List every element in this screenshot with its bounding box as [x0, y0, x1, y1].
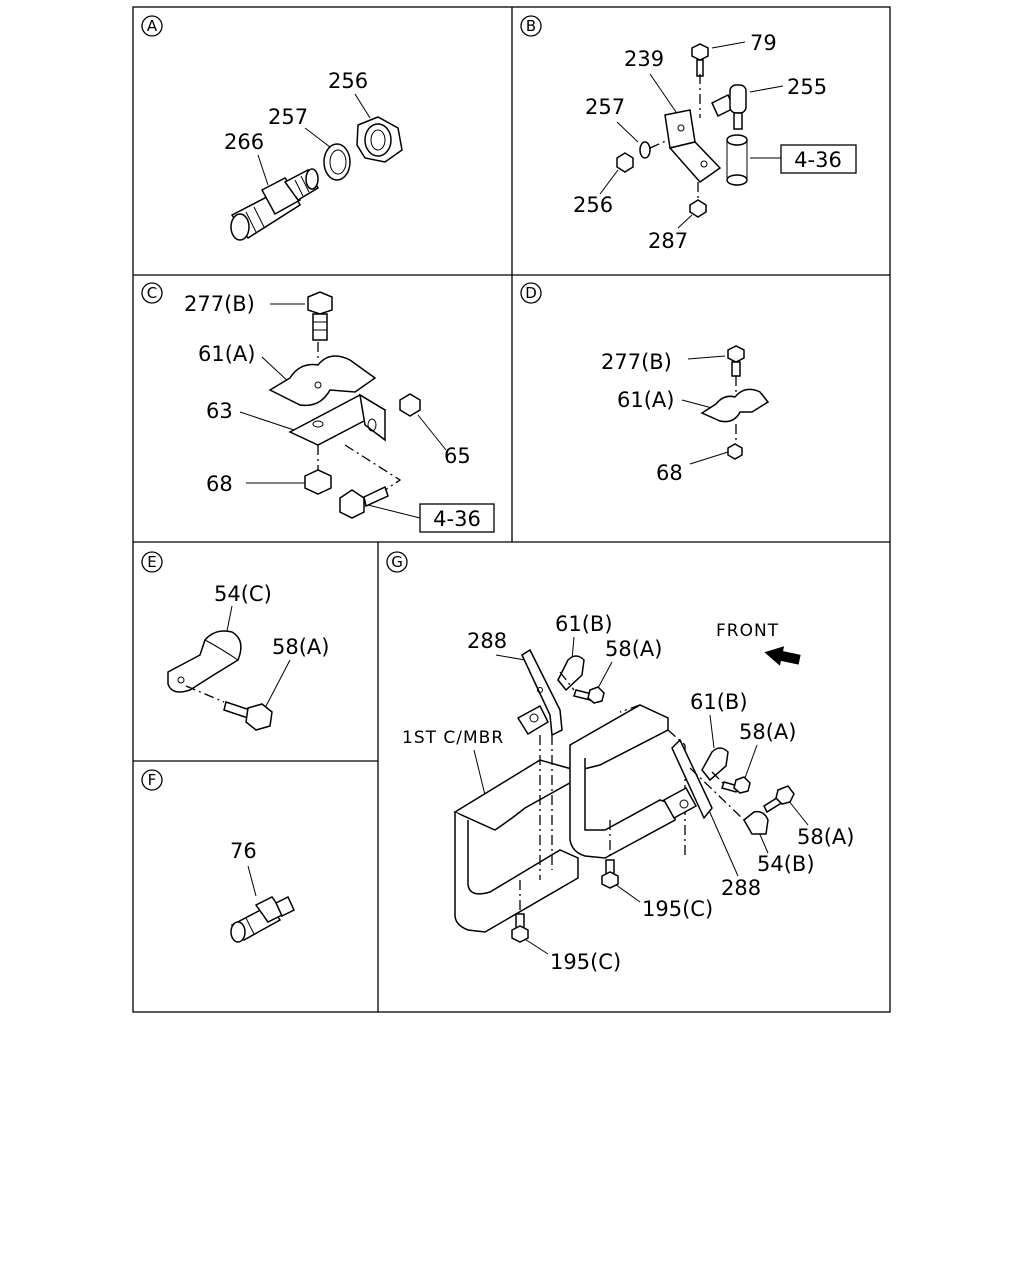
connector-266-shape: [230, 168, 320, 241]
front-arrow-icon: [764, 646, 801, 666]
part-label-76: 76: [230, 839, 257, 863]
clip-61b-b-shape: [701, 747, 729, 782]
clip-61ad-shape: [700, 388, 770, 423]
panel-b: B 79 239 255 257 256 287 4-36: [520, 15, 857, 253]
bracket-239-shape: [664, 109, 722, 183]
bolt-277-shape: [307, 291, 333, 341]
part-label-54b: 54(B): [757, 852, 815, 876]
nut-256-shape: [356, 116, 403, 163]
part-label-287: 287: [648, 229, 688, 253]
panel-g: G FRONT 1ST C/MBR 288 61(B) 58(A) 61(B) …: [386, 551, 854, 974]
part-label-277b: 277(B): [184, 292, 255, 316]
part-label-239: 239: [624, 47, 664, 71]
bracket-288a-shape: [516, 648, 563, 737]
part-label-58a: 58(A): [272, 635, 329, 659]
part-label-195c-a: 195(C): [642, 897, 713, 921]
member-label: 1ST C/MBR: [402, 728, 504, 748]
rear-member-shape: [569, 704, 686, 859]
nut-65-shape: [399, 393, 421, 417]
part-label-257: 257: [268, 105, 308, 129]
panel-e: E 54(C) 58(A): [141, 551, 329, 731]
part-label-195c-b: 195(C): [550, 950, 621, 974]
panel-g-letter: G: [391, 553, 403, 571]
panel-c: C 277(B) 61(A) 63 65 68 4-36: [141, 282, 495, 533]
panel-e-letter: E: [147, 553, 156, 571]
clip-61a-shape: [268, 355, 377, 407]
reference-label: 4-36: [794, 148, 842, 172]
part-label-255: 255: [787, 75, 827, 99]
part-label-256: 256: [573, 193, 613, 217]
panel-d-letter: D: [525, 284, 537, 302]
front-label: FRONT: [716, 621, 779, 641]
bracket-288b-shape: [662, 738, 713, 820]
bolt-58a-c-shape: [763, 785, 795, 814]
bolt-195c-a-shape: [601, 859, 619, 889]
nut-287-shape: [689, 199, 707, 218]
part-label-277b: 277(B): [601, 350, 672, 374]
part-label-256: 256: [328, 69, 368, 93]
panel-a: A 256 257 266: [141, 15, 403, 241]
part-label-61a: 61(A): [198, 342, 255, 366]
clip-61b-a-shape: [557, 655, 585, 692]
connector-76-shape: [230, 895, 295, 943]
fitting-255-shape: [711, 84, 747, 130]
nut-68d-shape: [727, 443, 743, 460]
bolt-277d-shape: [727, 345, 745, 377]
bolt-436-shape: [339, 485, 389, 519]
part-label-63: 63: [206, 399, 233, 423]
part-label-257: 257: [585, 95, 625, 119]
reference-label: 4-36: [433, 507, 481, 531]
part-label-61b-a: 61(B): [555, 612, 613, 636]
washer-257b-shape: [639, 141, 651, 159]
part-label-288a: 288: [467, 629, 507, 653]
part-label-61a: 61(A): [617, 388, 674, 412]
bracket-63-shape: [288, 393, 387, 446]
part-label-68: 68: [656, 461, 683, 485]
sleeve-shape: [726, 134, 748, 186]
part-label-65: 65: [444, 444, 471, 468]
part-label-58a-b: 58(A): [739, 720, 796, 744]
bolt-58a-a-shape: [573, 686, 605, 704]
part-label-288b: 288: [721, 876, 761, 900]
panel-c-letter: C: [147, 284, 157, 302]
nut-68-shape: [304, 469, 332, 495]
part-label-79: 79: [750, 31, 777, 55]
panel-b-letter: B: [526, 17, 536, 35]
panel-a-letter: A: [147, 17, 158, 35]
reference-box: [780, 144, 857, 174]
part-label-61b-b: 61(B): [690, 690, 748, 714]
part-label-54c: 54(C): [214, 582, 272, 606]
bolt-58a-b-shape: [721, 776, 751, 794]
clip-54b-shape: [743, 810, 769, 835]
panel-d: D 277(B) 61(A) 68: [520, 282, 770, 485]
panel-grid: [132, 6, 891, 1013]
part-label-58a-a: 58(A): [605, 637, 662, 661]
cross-member-shape: [453, 759, 579, 933]
nut-256b-shape: [616, 152, 634, 173]
part-label-68: 68: [206, 472, 233, 496]
washer-257-shape: [323, 143, 351, 181]
clip-54c-shape: [167, 630, 242, 693]
part-label-266: 266: [224, 130, 264, 154]
bolt-58a-shape: [223, 701, 273, 731]
part-label-58a-c: 58(A): [797, 825, 854, 849]
bolt-79-shape: [691, 43, 709, 77]
panel-f-letter: F: [148, 771, 157, 789]
bolt-195c-b-shape: [511, 913, 529, 943]
panel-f: F 76: [141, 769, 295, 943]
